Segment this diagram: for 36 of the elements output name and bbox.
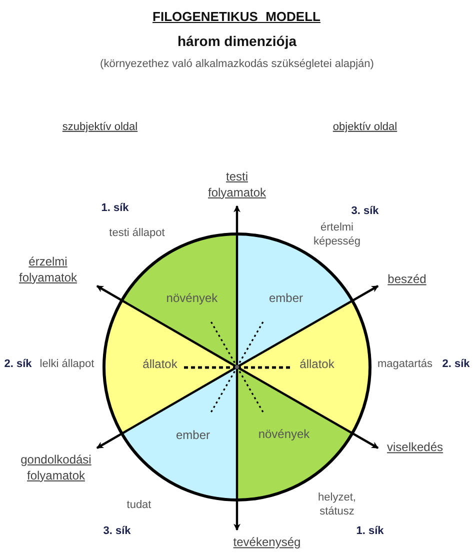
- axis-label: testi folyamatok: [197, 169, 277, 201]
- arrow: [234, 205, 240, 367]
- arrow: [236, 366, 379, 449]
- axis-label: viselkedés: [380, 440, 450, 456]
- plane-label: 2. sík: [4, 356, 32, 372]
- subtitle-note: (környezethez való alkalmazkodás szükségletei alapján): [100, 56, 374, 72]
- dimension-text: tudat: [126, 498, 152, 512]
- dimension-text: lelki állapot: [40, 356, 94, 372]
- axis-label: beszéd: [377, 272, 437, 288]
- sector-label: ember: [269, 291, 303, 305]
- arrow: [234, 367, 240, 531]
- dimension-text: helyzet, státusz: [317, 490, 357, 520]
- subtitle: három dimenziója: [177, 32, 297, 50]
- plane-label: 3. sík: [103, 524, 131, 538]
- side-heading: szubjektív oldal: [62, 120, 138, 134]
- arrow: [236, 285, 379, 368]
- arrow: [96, 366, 238, 449]
- plane-label: 1. sík: [356, 524, 384, 538]
- sector-label: állatok: [300, 357, 334, 371]
- plane-label: 3. sík: [351, 204, 379, 218]
- sector-label: ember: [176, 428, 210, 442]
- dimension-text: testi állapot: [109, 226, 165, 240]
- plane-label: 2. sík: [442, 356, 470, 372]
- sector-label: növények: [258, 427, 310, 441]
- center-point: [235, 365, 239, 369]
- plane-label: 1. sík: [101, 200, 129, 216]
- sector-label: növények: [166, 291, 218, 305]
- dimension-text: magatartás: [377, 356, 433, 372]
- sector-label: állatok: [142, 357, 178, 371]
- arrow: [96, 285, 238, 368]
- side-heading: objektív oldal: [332, 120, 398, 134]
- axis-label: tevékenység: [232, 535, 302, 551]
- title: FILOGENETIKUS MODELL: [152, 9, 320, 24]
- dimension-text: értelmi képesség: [312, 220, 362, 250]
- axis-label: érzelmi folyamatok: [3, 254, 93, 286]
- axis-label: gondolkodási folyamatok: [1, 452, 111, 484]
